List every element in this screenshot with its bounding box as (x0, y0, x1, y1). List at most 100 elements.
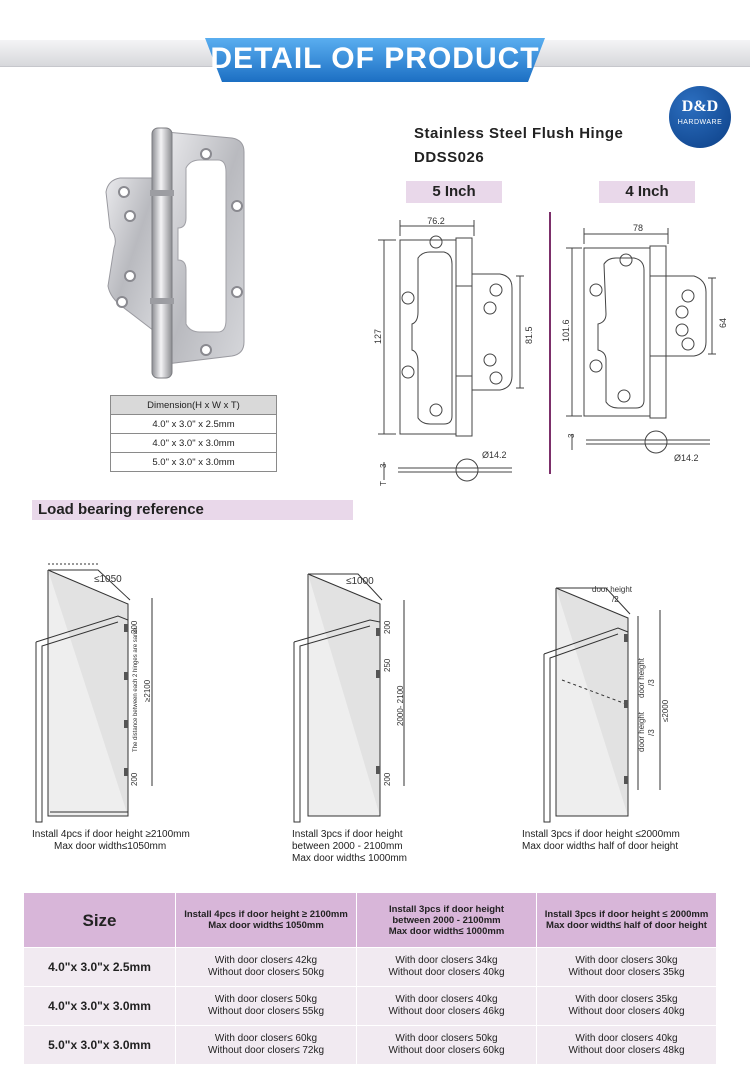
diagram3-seg2a: door height (637, 711, 646, 752)
diagram3-caption: Install 3pcs if door height ≤2000mm Max … (522, 829, 680, 853)
diagram3-caption-line2: Max door width≤ half of door height (522, 841, 679, 852)
dimension-table-header: Dimension(H x W x T) (110, 395, 277, 415)
diagram1-seg-mid: ≥2100 (143, 679, 152, 702)
diagram1-top-dim: ≤1050 (94, 574, 122, 585)
dim-diameter-5: Ø14.2 (482, 450, 507, 460)
diagram2-seg-top: 200 (383, 620, 392, 634)
product-code: DDSS026 (414, 149, 485, 166)
diagram2-caption-line2: between 2000 - 2100mm (292, 841, 403, 852)
door-diagram-3pcs-2000-2100: ≤1000 200 250 2000- 2100 200 (293, 573, 405, 823)
dim-leaf-4: 64 (718, 318, 728, 328)
diagram3-top-dim1: door height (592, 585, 633, 594)
dimension-row: 5.0" x 3.0" x 3.0mm (110, 452, 277, 472)
without-closer: Without door closer≤ 55kg (207, 1006, 325, 1017)
without-closer: Without door closer≤ 60kg (388, 1045, 505, 1056)
with-closer: With door closer≤ 50kg (395, 1033, 498, 1044)
table-row: 4.0"x 3.0"x 3.0mm With door closer≤ 50kg… (23, 986, 717, 1026)
logo-subtext: HARDWARE (677, 119, 723, 126)
hinge-photo (105, 127, 245, 379)
load-bearing-table: Size Install 4pcs if door height ≥ 2100m… (23, 892, 717, 1065)
table-header-3pcs-2000-2100: Install 3pcs if door height between 2000… (356, 892, 537, 948)
diagram2-caption-line3: Max door width≤ 1000mm (292, 853, 407, 864)
dim-width-4: 78 (633, 223, 643, 233)
diagram3-seg-mid: ≤2000 (661, 699, 670, 722)
header-line: Install 3pcs if door height (388, 903, 505, 915)
row-size: 4.0"x 3.0"x 3.0mm (23, 986, 176, 1026)
diagram3-top-dim2: /2 (612, 595, 619, 604)
with-closer: With door closer≤ 40kg (395, 994, 498, 1005)
table-row: 5.0"x 3.0"x 3.0mm With door closer≤ 60kg… (23, 1025, 717, 1065)
diagram2-seg-mid1: 250 (383, 658, 392, 672)
diagram2-top-dim: ≤1000 (346, 576, 374, 587)
dim-thickness-label-5: T (379, 481, 388, 486)
dimension-table: Dimension(H x W x T) 4.0" x 3.0" x 2.5mm… (110, 395, 277, 472)
diagram3-caption-line1: Install 3pcs if door height ≤2000mm (522, 829, 680, 840)
row-size: 5.0"x 3.0"x 3.0mm (23, 1025, 176, 1065)
without-closer: Without door closer≤ 40kg (568, 1006, 685, 1017)
dim-thickness-4: 3 (567, 433, 576, 438)
header-line: Install 4pcs if door height ≥ 2100mm (184, 909, 348, 920)
drawing-4-inch: 78 101.6 64 3 Ø14.2 (562, 223, 728, 463)
dimension-row: 4.0" x 3.0" x 3.0mm (110, 433, 277, 453)
dimension-row: 4.0" x 3.0" x 2.5mm (110, 414, 277, 434)
header-line: Max door width≤ 1000mm (388, 925, 505, 937)
diagram3-seg1b: /3 (647, 679, 656, 686)
with-closer: With door closer≤ 40kg (575, 1033, 678, 1044)
product-name: Stainless Steel Flush Hinge (414, 125, 624, 142)
dim-diameter-4: Ø14.2 (674, 453, 699, 463)
diagram2-seg-mid: 2000- 2100 (396, 685, 405, 726)
with-closer: With door closer≤ 60kg (214, 1033, 318, 1044)
table-row: 4.0"x 3.0"x 2.5mm With door closer≤ 42kg… (23, 947, 717, 987)
section-divider (549, 212, 551, 474)
without-closer: Without door closer≤ 50kg (207, 967, 325, 978)
diagram1-caption: Install 4pcs if door height ≥2100mm Max … (32, 829, 190, 853)
header-line: Max door width≤ 1050mm (208, 920, 324, 931)
without-closer: Without door closer≤ 40kg (388, 967, 505, 978)
door-diagram-4pcs: ≤1050 200 The distance between each 2 hi… (35, 563, 153, 823)
load-bearing-title: Load bearing reference (32, 500, 353, 520)
without-closer: Without door closer≤ 48kg (568, 1045, 685, 1056)
with-closer: With door closer≤ 42kg (214, 955, 318, 966)
diagram3-seg1a: door height (637, 657, 646, 698)
diagram2-caption-line1: Install 3pcs if door height (292, 829, 403, 840)
banner-title: DETAIL OF PRODUCT (210, 42, 540, 75)
with-closer: With door closer≤ 30kg (575, 955, 678, 966)
row-size: 4.0"x 3.0"x 2.5mm (23, 947, 176, 987)
dim-thickness-5: 3 (379, 463, 388, 468)
tab-5-inch: 5 Inch (406, 181, 502, 203)
dim-height-4: 101.6 (562, 319, 571, 342)
diagram1-seg-bot: 200 (130, 772, 139, 786)
dim-height-5: 127 (373, 329, 383, 344)
brand-logo: D&D HARDWARE (669, 86, 731, 148)
logo-text: D&D (681, 98, 719, 115)
banner-ribbon (205, 38, 545, 82)
diagram1-caption-line1: Install 4pcs if door height ≥2100mm (32, 829, 190, 840)
with-closer: With door closer≤ 50kg (214, 994, 318, 1005)
door-diagram-3pcs-2000: door height /2 door height /3 door heigh… (543, 585, 670, 823)
header-line: Max door width≤ half of door height (546, 920, 707, 931)
tab-4-inch: 4 Inch (599, 181, 695, 203)
diagram1-note: The distance between each 2 hinges are s… (133, 627, 139, 752)
diagram2-caption: Install 3pcs if door height between 2000… (292, 829, 407, 865)
table-header-4pcs: Install 4pcs if door height ≥ 2100mm Max… (175, 892, 357, 948)
diagram2-seg-bot: 200 (383, 772, 392, 786)
diagram3-seg2b: /3 (647, 729, 656, 736)
with-closer: With door closer≤ 35kg (575, 994, 678, 1005)
without-closer: Without door closer≤ 46kg (388, 1006, 505, 1017)
without-closer: Without door closer≤ 35kg (568, 967, 685, 978)
drawing-5-inch: 76.2 127 81.5 3 T Ø14.2 (373, 216, 534, 486)
dim-width-5: 76.2 (427, 216, 445, 226)
without-closer: Without door closer≤ 72kg (207, 1045, 325, 1056)
dim-leaf-5: 81.5 (524, 326, 534, 344)
table-header-size: Size (23, 892, 176, 948)
table-header-3pcs-2000: Install 3pcs if door height ≤ 2000mm Max… (536, 892, 717, 948)
